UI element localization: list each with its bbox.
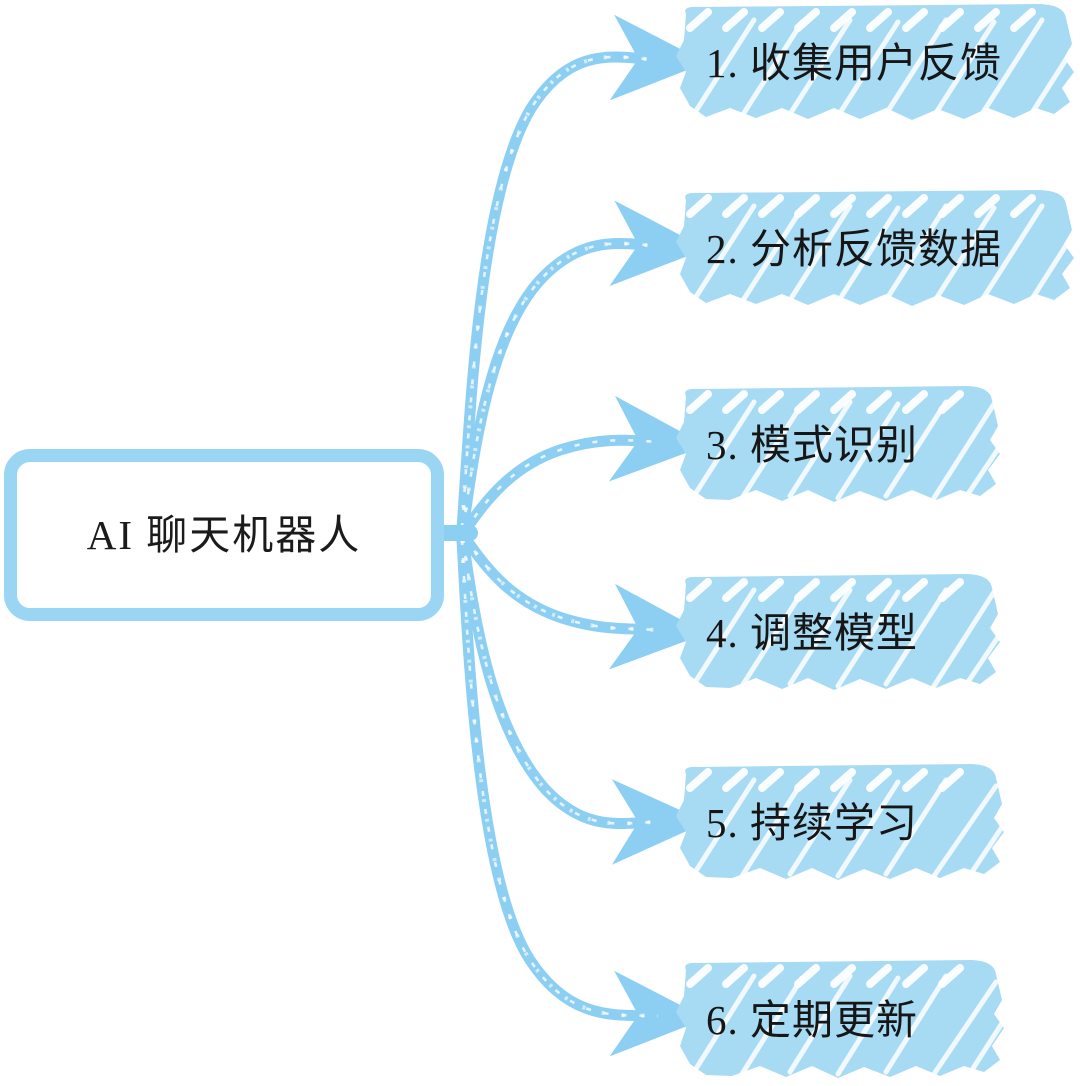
- branch-node-4-label: 4. 调整模型: [706, 609, 918, 656]
- branch-node-1-label: 1. 收集用户反馈: [706, 39, 1002, 86]
- branch-node-1[interactable]: 1. 收集用户反馈: [668, 2, 1080, 124]
- branch-node-6-label: 6. 定期更新: [706, 996, 918, 1043]
- branch-node-3[interactable]: 3. 模式识别: [668, 384, 1006, 506]
- branch-node-6[interactable]: 6. 定期更新: [668, 958, 1010, 1082]
- branch-node-2[interactable]: 2. 分析反馈数据: [668, 188, 1080, 310]
- connector-to-branch-2: [457, 200, 707, 536]
- central-node[interactable]: AI 聊天机器人: [4, 449, 444, 621]
- branch-node-2-label: 2. 分析反馈数据: [706, 225, 1002, 272]
- branch-node-2-shape: [668, 188, 1080, 310]
- connector-to-branch-6: [456, 534, 707, 1057]
- connector-to-branch-3: [458, 395, 707, 538]
- connector-to-branch-1: [456, 14, 707, 534]
- connector-to-branch-4: [458, 530, 707, 670]
- branch-node-3-label: 3. 模式识别: [706, 421, 918, 468]
- branch-node-5-label: 5. 持续学习: [706, 799, 918, 846]
- branch-node-3-shape: [668, 384, 1006, 506]
- connector-to-branch-5: [457, 532, 707, 865]
- connector-texture-2: [460, 55, 659, 1018]
- branch-node-5[interactable]: 5. 持续学习: [668, 762, 1010, 884]
- branch-node-6-shape: [668, 958, 1010, 1082]
- branch-node-4[interactable]: 4. 调整模型: [668, 572, 1006, 694]
- central-node-label: AI 聊天机器人: [86, 511, 362, 558]
- connector-curves: [456, 14, 707, 1057]
- connector-texture: [460, 55, 659, 1018]
